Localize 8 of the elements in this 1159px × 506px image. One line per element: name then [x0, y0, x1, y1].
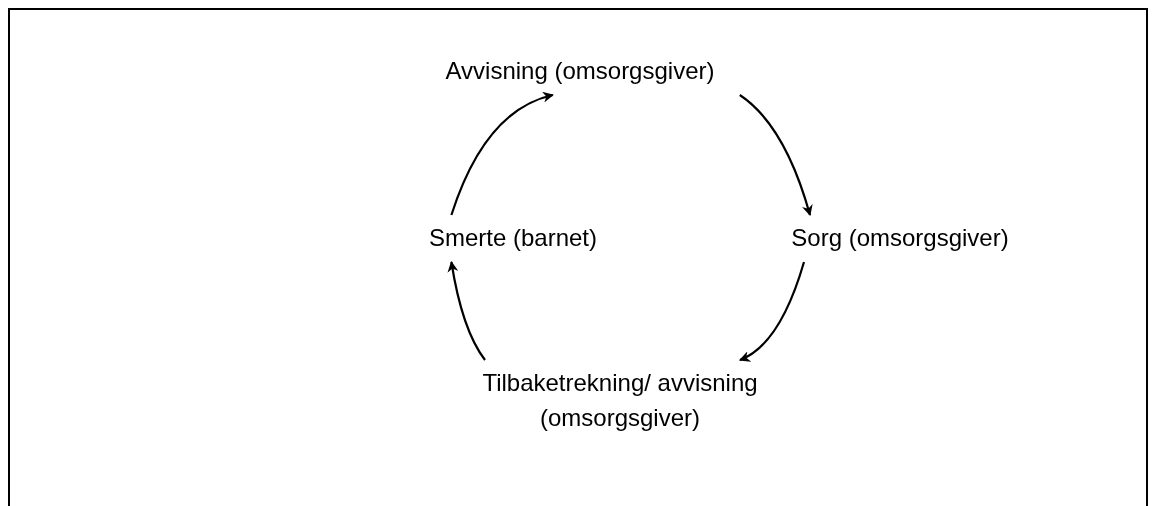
node-label: Smerte (barnet): [427, 223, 599, 253]
node-label: Avvisning (omsorgsgiver): [444, 56, 716, 86]
curved-arrow: [447, 260, 486, 361]
curved-arrow: [739, 261, 806, 361]
curved-arrow: [739, 94, 813, 217]
node-label: Tilbaketrekning/ avvisning (omsorgsgiver): [481, 368, 759, 433]
curved-arrow: [450, 92, 554, 216]
node-label: Sorg (omsorgsgiver): [790, 223, 1010, 253]
